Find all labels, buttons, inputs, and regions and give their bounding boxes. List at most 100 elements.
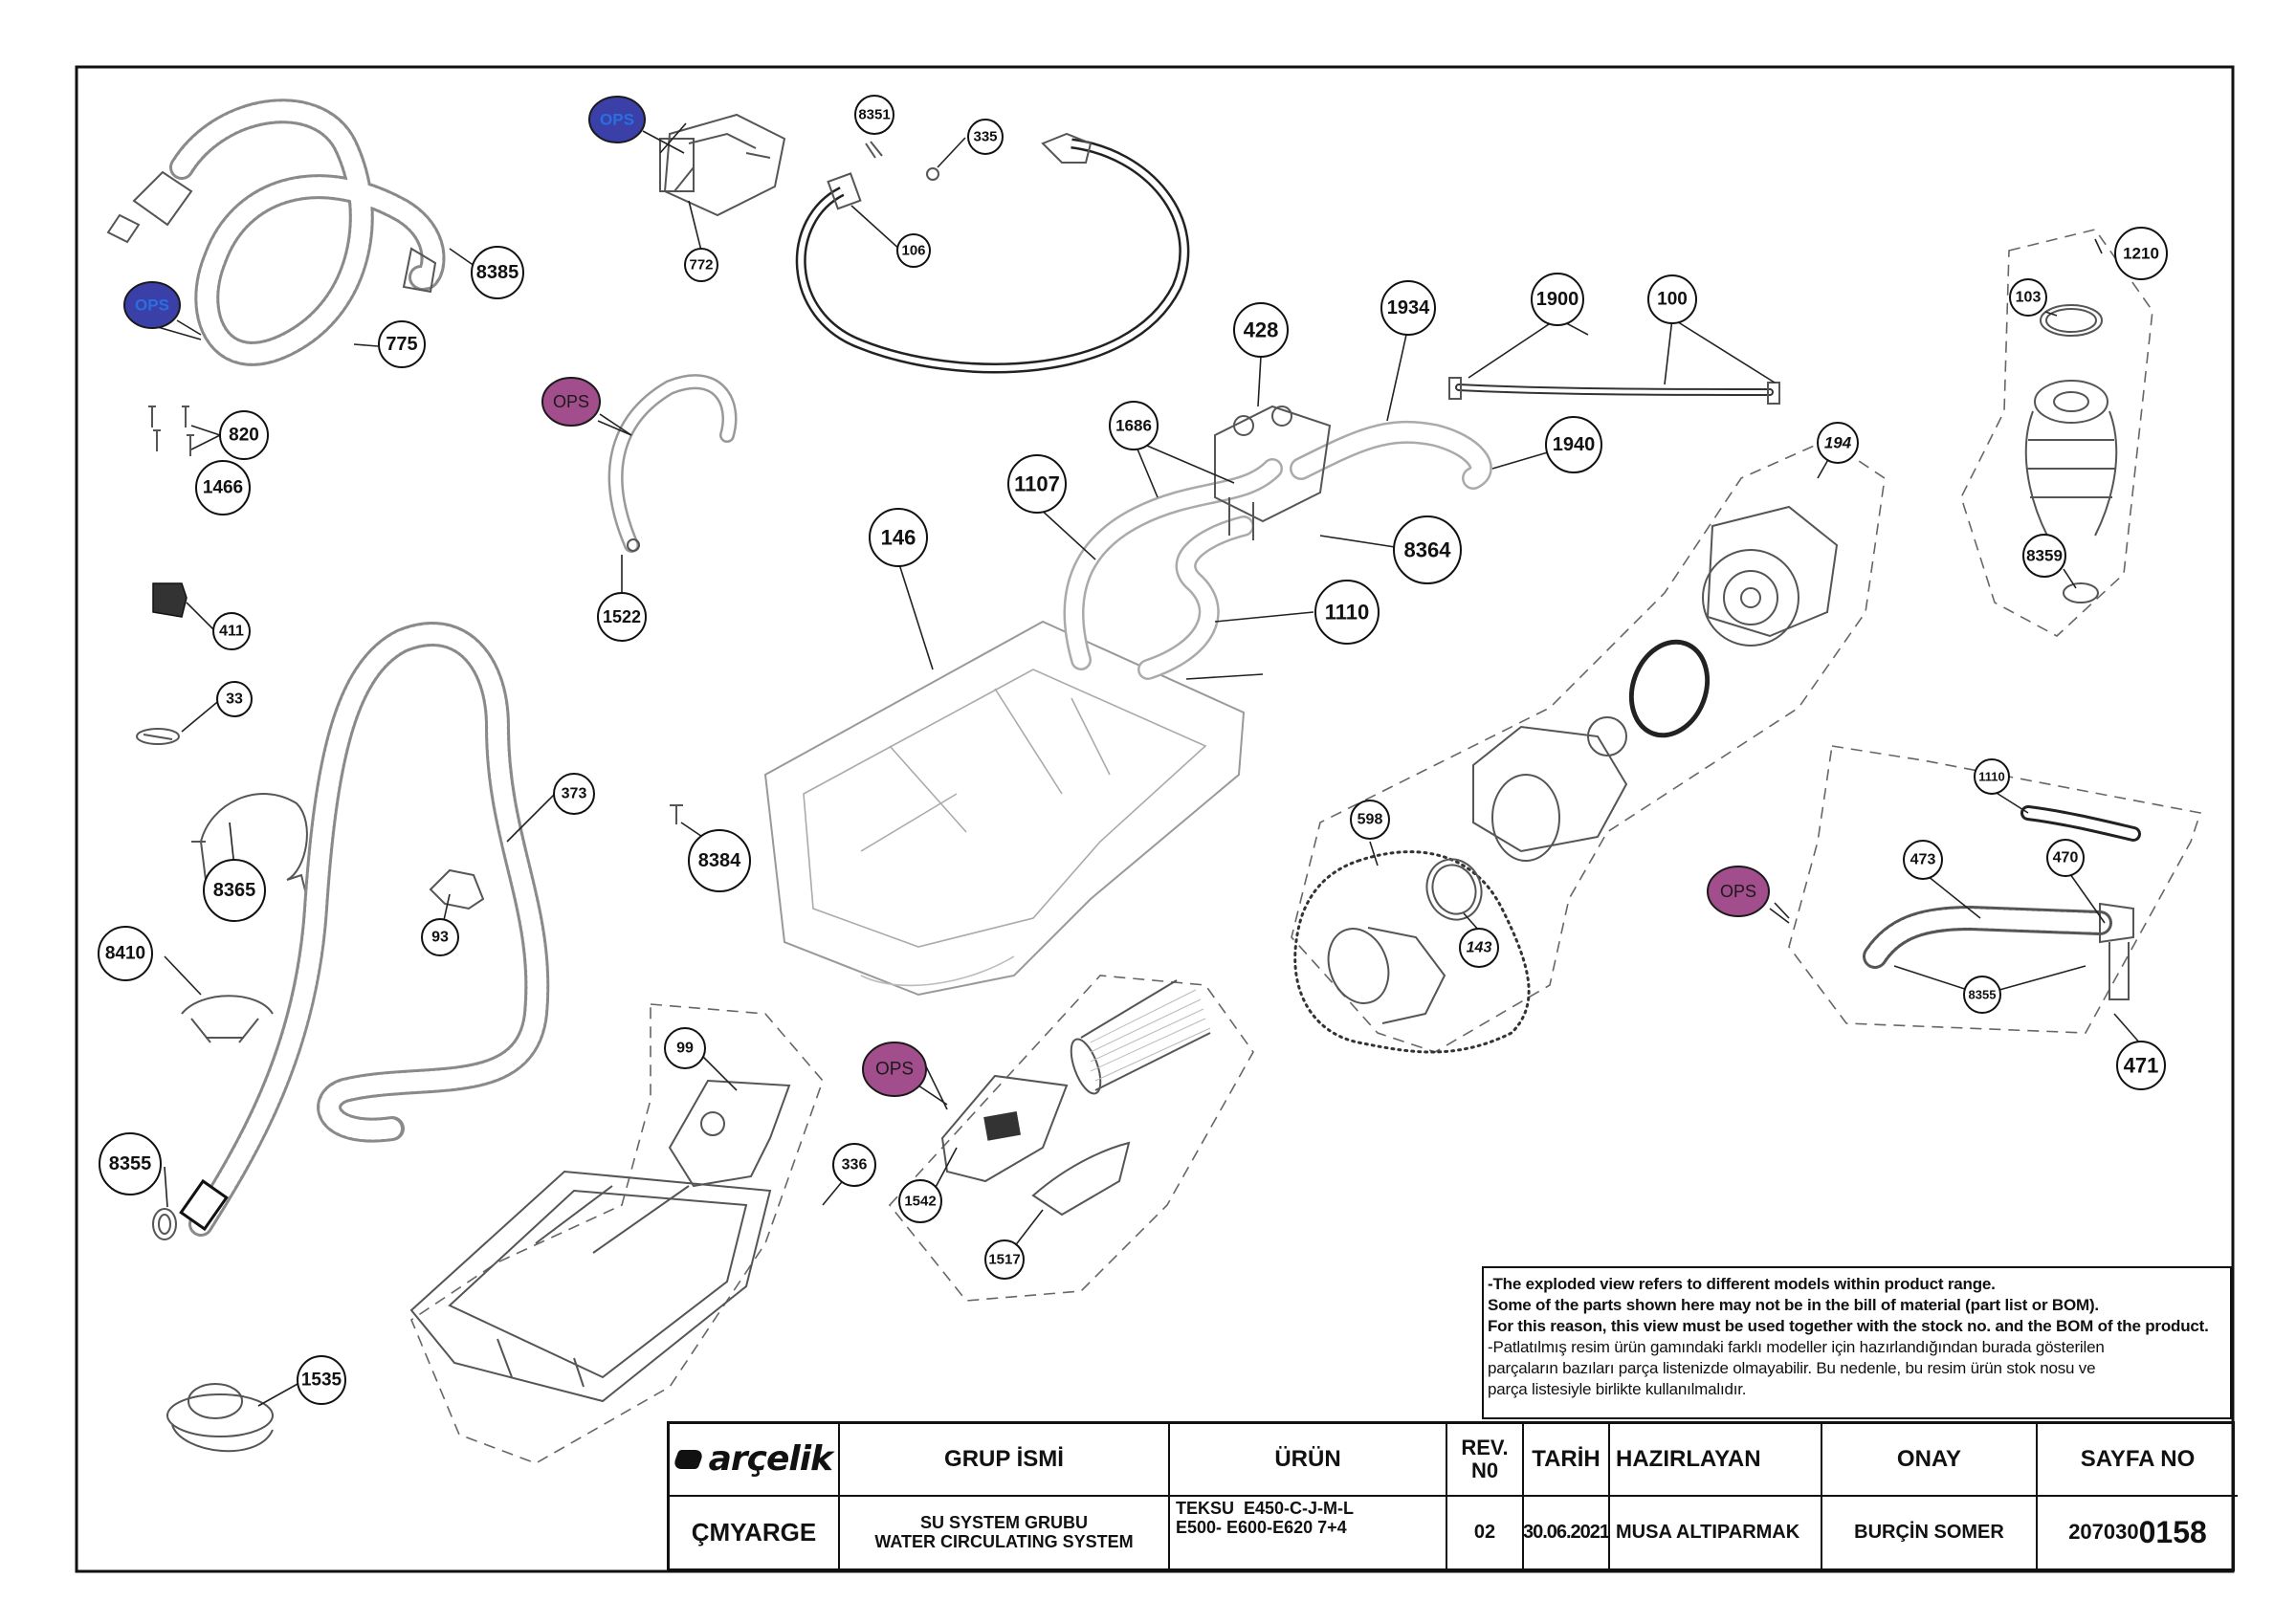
callout-label: 471 (2124, 1054, 2159, 1078)
callout-label: 1522 (603, 607, 641, 626)
approval-value: BURÇİN SOMER (1822, 1496, 2038, 1568)
note-line: parça listesiyle birlikte kullanılmalıdı… (1488, 1380, 1747, 1398)
callout-label: 8410 (105, 944, 145, 964)
inlet-hose-775 (106, 99, 446, 366)
page-number-suffix: 0158 (2138, 1514, 2207, 1549)
group-outline-471 (1788, 745, 2202, 1034)
clamp-8355-left (152, 1208, 177, 1240)
callout: 1535 (297, 1355, 346, 1405)
part-93 (429, 868, 485, 910)
callout: 99 (664, 1027, 706, 1069)
header-date: TARİH (1524, 1424, 1610, 1497)
callout-label: 103 (2016, 290, 2042, 306)
date-value: 30.06.2021 (1523, 1496, 1610, 1568)
callout: 8385 (471, 246, 524, 299)
ops-badge: OPS (862, 1042, 948, 1106)
callout-label: 335 (973, 129, 997, 145)
callout: 1522 (597, 592, 647, 642)
callout-label: 8355 (1969, 988, 1997, 1002)
brand-logo: arçelik (670, 1424, 840, 1497)
knob-1535 (166, 1383, 274, 1453)
group-name: SU SYSTEM GRUBU WATER CIRCULATING SYSTEM (840, 1496, 1170, 1568)
header-page: SAYFA NO (2038, 1424, 2238, 1497)
group-outline-336 (410, 1003, 824, 1464)
product-line-2: E500- E600-E620 7+4 (1176, 1517, 1347, 1537)
inlet-pipes (1063, 420, 1492, 680)
callout: 1940 (1545, 416, 1602, 473)
drawing-frame (75, 65, 2235, 1573)
disclaimer-notes: -The exploded view refers to different m… (1482, 1266, 2232, 1419)
hose-1110-right (2020, 805, 2141, 842)
callout: 1107 (1007, 454, 1067, 514)
hose-1522 (607, 374, 738, 553)
seal-ring (1628, 639, 1711, 738)
callout-label: 1110 (1325, 601, 1370, 625)
callout: 411 (212, 612, 251, 650)
callout: 8355 (1963, 976, 2001, 1014)
callout-label: 1517 (988, 1252, 1020, 1268)
pipe-473 (1863, 902, 2134, 1000)
clamp-103 (2040, 304, 2103, 337)
hose-106 (795, 132, 1190, 374)
main-housing-146 (763, 620, 1246, 997)
callout: 470 (2046, 839, 2085, 877)
callout-label: 598 (1358, 812, 1383, 828)
group-outline-598 (1293, 850, 1531, 1054)
solenoid-valve-428 (1214, 405, 1332, 540)
callout-label: 1535 (301, 1371, 342, 1391)
callout-label: 93 (431, 930, 449, 946)
ops-label: OPS (875, 1060, 914, 1080)
callout-label: 143 (1467, 940, 1492, 956)
callout-label: 8359 (2026, 547, 2063, 565)
clip-8410 (181, 995, 274, 1043)
callout: 1542 (898, 1179, 942, 1223)
callout: 1110 (1314, 580, 1380, 645)
callout-label: 336 (842, 1157, 868, 1173)
group-outline-1542 (888, 975, 1254, 1302)
callout: 8364 (1393, 515, 1462, 584)
seal-143 (1425, 858, 1483, 921)
filter-598 (1327, 927, 1446, 1024)
callout: 1517 (984, 1239, 1025, 1280)
callout: 8384 (688, 829, 751, 892)
callout: 1934 (1380, 280, 1436, 336)
group-outline-194 (1291, 439, 1886, 1053)
callout-label: 8355 (109, 1153, 152, 1174)
note-line: -Patlatılmış resim ürün gamındaki farklı… (1488, 1338, 2105, 1356)
ops-label: OPS (1720, 882, 1756, 901)
callout: 1686 (1109, 401, 1159, 450)
dept-code: ÇMYARGE (670, 1496, 840, 1568)
callout-label: 473 (1910, 852, 1936, 868)
callout: 103 (2009, 278, 2047, 317)
callout-label: 775 (386, 334, 417, 355)
callout-label: 194 (1824, 434, 1852, 452)
ops-label: OPS (553, 392, 589, 411)
callout-label: 8384 (698, 850, 741, 871)
product-name: TEKSU E450-C-J-M-L E500- E600-E620 7+4 (1170, 1496, 1447, 1568)
screw-8384 (670, 804, 683, 824)
ops-badge-blue: OPS (588, 96, 685, 154)
callout-label: 8365 (213, 880, 256, 901)
callout-label: 8364 (1404, 538, 1452, 562)
callout-label: 373 (562, 786, 587, 802)
callout: 1110 (1974, 758, 2010, 795)
drawer-99 (668, 1079, 791, 1188)
callout: 146 (869, 508, 928, 567)
leader-lines (150, 102, 2142, 1407)
valve-part-772 (659, 113, 786, 217)
callout: 8365 (203, 859, 266, 922)
callout: 100 (1647, 274, 1697, 324)
page-number-prefix: 207030 (2068, 1520, 2139, 1545)
bellows (2024, 380, 2118, 537)
note-line: -The exploded view refers to different m… (1488, 1275, 1996, 1293)
hose-1900 (1448, 377, 1780, 405)
note-line: parçaların bazıları parça listenizde olm… (1488, 1359, 2096, 1377)
callout: 8351 (854, 95, 894, 135)
callout: 335 (967, 119, 1004, 155)
callout-label: 820 (229, 426, 259, 446)
callout-label: 100 (1657, 290, 1688, 310)
bracket-8365 (191, 793, 308, 895)
brand-name: arçelik (708, 1439, 833, 1480)
callout-label: 1466 (203, 478, 243, 498)
callout: 428 (1233, 302, 1289, 358)
